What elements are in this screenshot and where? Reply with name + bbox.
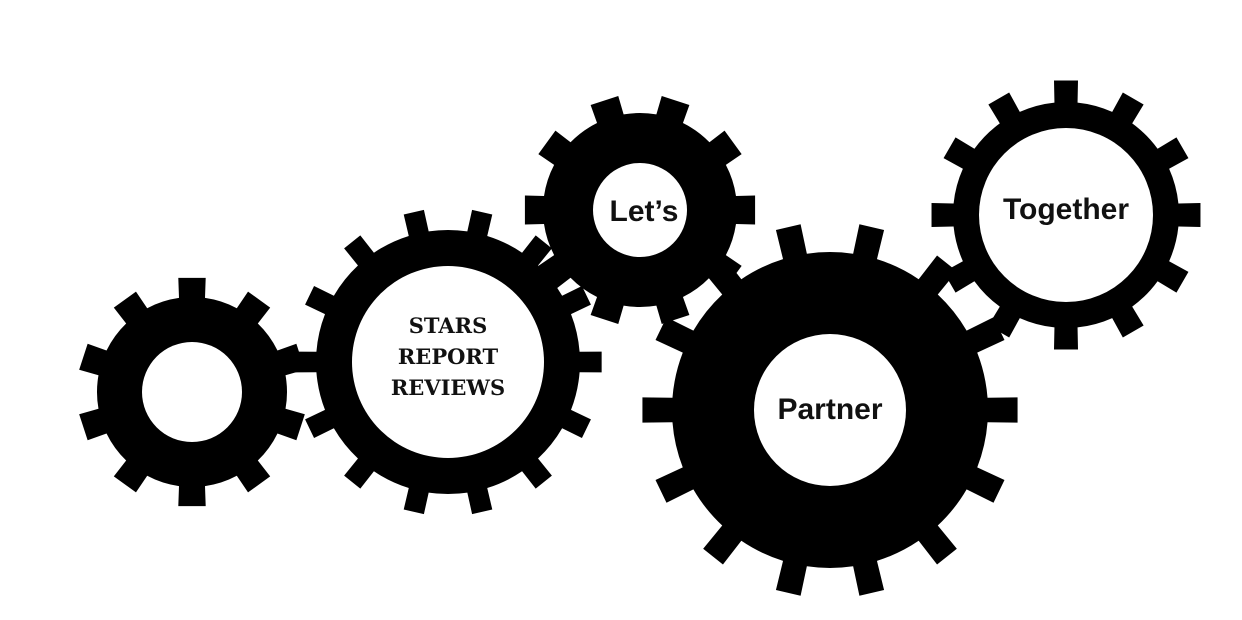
gear-stars-report-reviews: STARS REPORT REVIEWS: [294, 209, 602, 515]
lets-label: Let’s: [610, 195, 679, 228]
together-label: Together: [1003, 193, 1129, 226]
stars-label-line-3: REVIEWS: [391, 375, 505, 400]
gear-lets-hub: [593, 163, 687, 257]
gear-partner: Partner: [642, 224, 1018, 596]
gear-small-left-hub: [142, 342, 242, 442]
gear-small-left: [79, 277, 305, 507]
stars-label-line-2: REPORT: [398, 344, 499, 369]
gear-together-hub: [979, 128, 1153, 302]
stars-label-line-1: STARS: [409, 313, 488, 338]
gear-lets: Let’s: [524, 96, 756, 324]
gear-partner-hub: [754, 334, 906, 486]
partner-label: Partner: [777, 393, 882, 426]
gear-together: Together: [931, 80, 1201, 350]
gear-stars-hub: [352, 266, 544, 458]
